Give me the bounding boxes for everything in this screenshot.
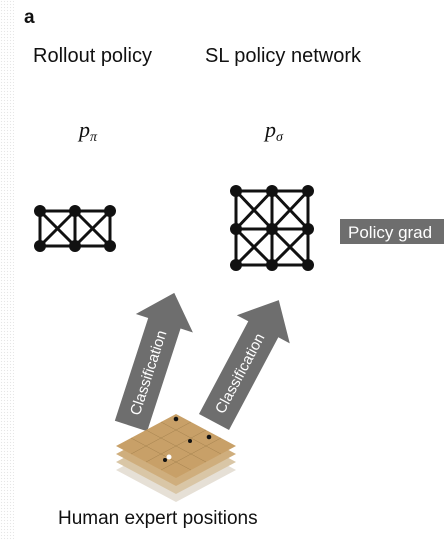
rollout-symbol-sub: π xyxy=(90,130,98,145)
human-expert-positions-label: Human expert positions xyxy=(58,508,258,529)
right-classification-arrow: Classification xyxy=(198,300,290,430)
sl-network-icon xyxy=(230,185,314,271)
policy-gradient-label: Policy grad xyxy=(348,223,433,242)
sl-symbol-sub: σ xyxy=(276,130,283,145)
left-classification-arrow: Classification xyxy=(114,292,193,432)
rollout-policy-symbol: pπ xyxy=(79,117,97,146)
rollout-symbol-main: p xyxy=(79,117,90,142)
left-edge-texture xyxy=(0,0,14,540)
policy-gradient-arrow xyxy=(340,219,444,244)
sl-symbol-main: p xyxy=(265,117,276,142)
rollout-network-icon xyxy=(34,205,116,252)
panel-letter: a xyxy=(24,7,35,28)
sl-policy-symbol: pσ xyxy=(265,117,283,146)
sl-policy-network-title: SL policy network xyxy=(205,45,361,67)
go-board-stack-icon xyxy=(116,414,236,502)
rollout-policy-title: Rollout policy xyxy=(33,45,152,67)
